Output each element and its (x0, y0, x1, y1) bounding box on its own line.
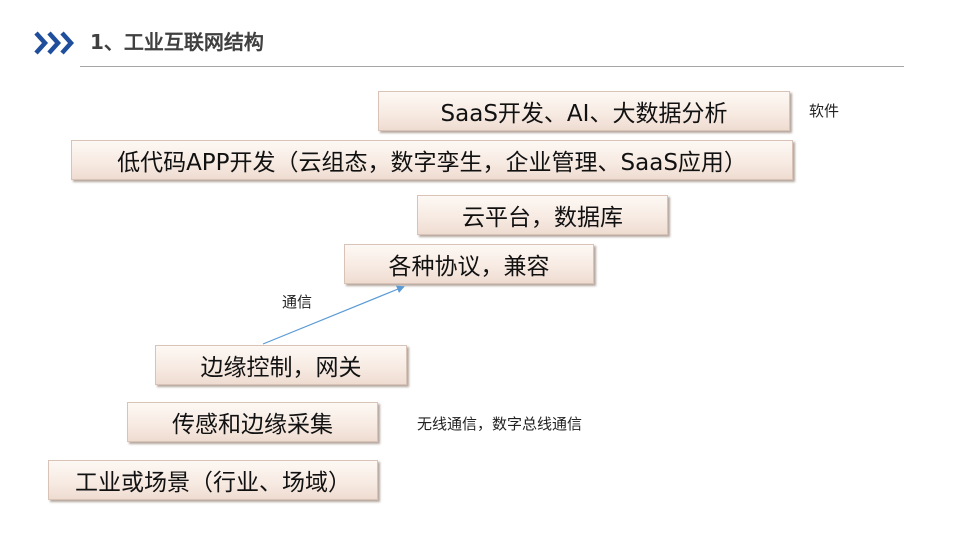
page-title: 1、工业互联网结构 (90, 30, 264, 54)
chevron-right-icon (34, 31, 75, 55)
title-divider (80, 66, 904, 67)
layer-industry-scenario: 工业或场景（行业、场域） (48, 460, 378, 500)
layer-sensing: 传感和边缘采集 (127, 402, 378, 442)
layer-edge-control: 边缘控制，网关 (155, 345, 407, 385)
wireless-communication-label: 无线通信，数字总线通信 (417, 415, 583, 433)
layer-saas-development: SaaS开发、AI、大数据分析 (378, 91, 790, 131)
layer-low-code-app: 低代码APP开发（云组态，数字孪生，企业管理、SaaS应用） (71, 140, 793, 180)
layer-protocols: 各种协议，兼容 (344, 244, 594, 284)
software-label: 软件 (809, 102, 840, 120)
communication-label: 通信 (282, 293, 313, 311)
layer-cloud-platform: 云平台，数据库 (417, 195, 668, 235)
